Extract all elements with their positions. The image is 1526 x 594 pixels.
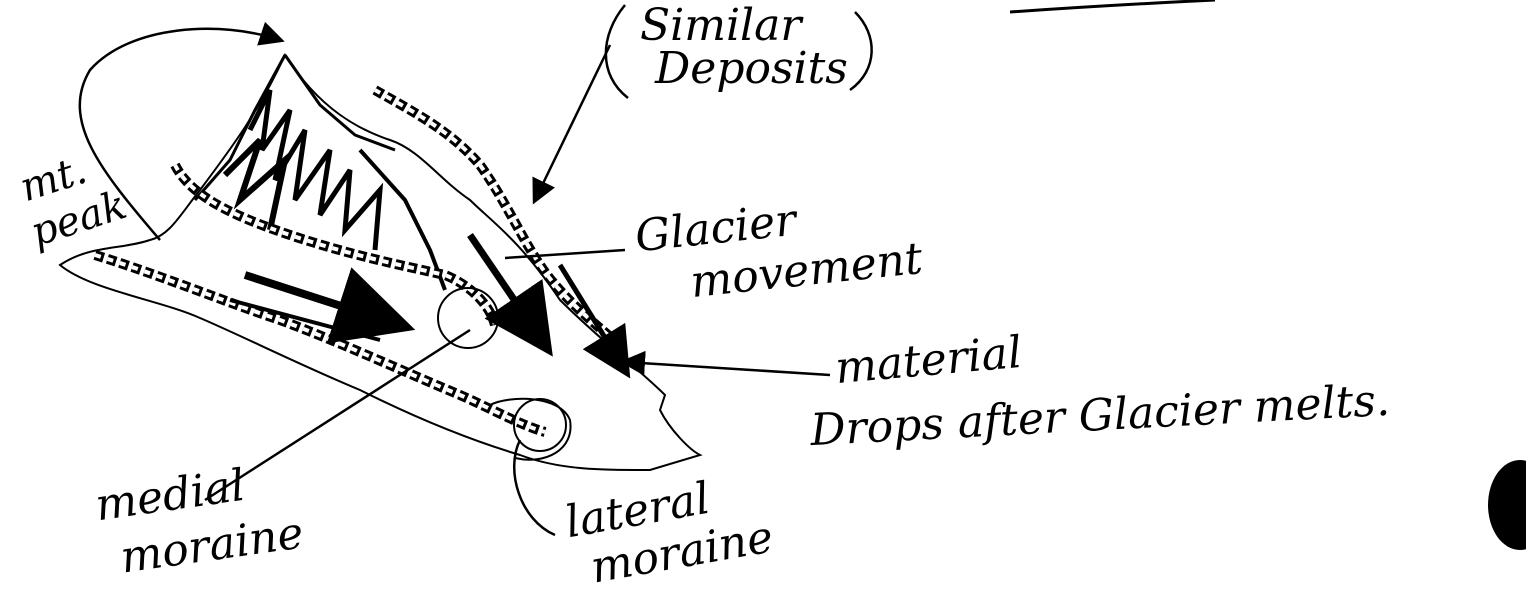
lateral-moraine-lower xyxy=(95,255,545,432)
glacier-outline xyxy=(60,55,700,470)
similar-deposits-label-line2: Deposits xyxy=(655,48,848,90)
mountain-peak xyxy=(195,55,445,290)
similar-deposits-label-line1: Similar xyxy=(640,5,801,47)
medial-moraine-circle xyxy=(438,288,498,348)
leader-material xyxy=(625,362,830,375)
stray-stroke xyxy=(1010,0,1215,12)
leader-similar xyxy=(535,45,610,200)
leader-medial xyxy=(205,330,470,500)
ink-blot xyxy=(1488,460,1526,550)
